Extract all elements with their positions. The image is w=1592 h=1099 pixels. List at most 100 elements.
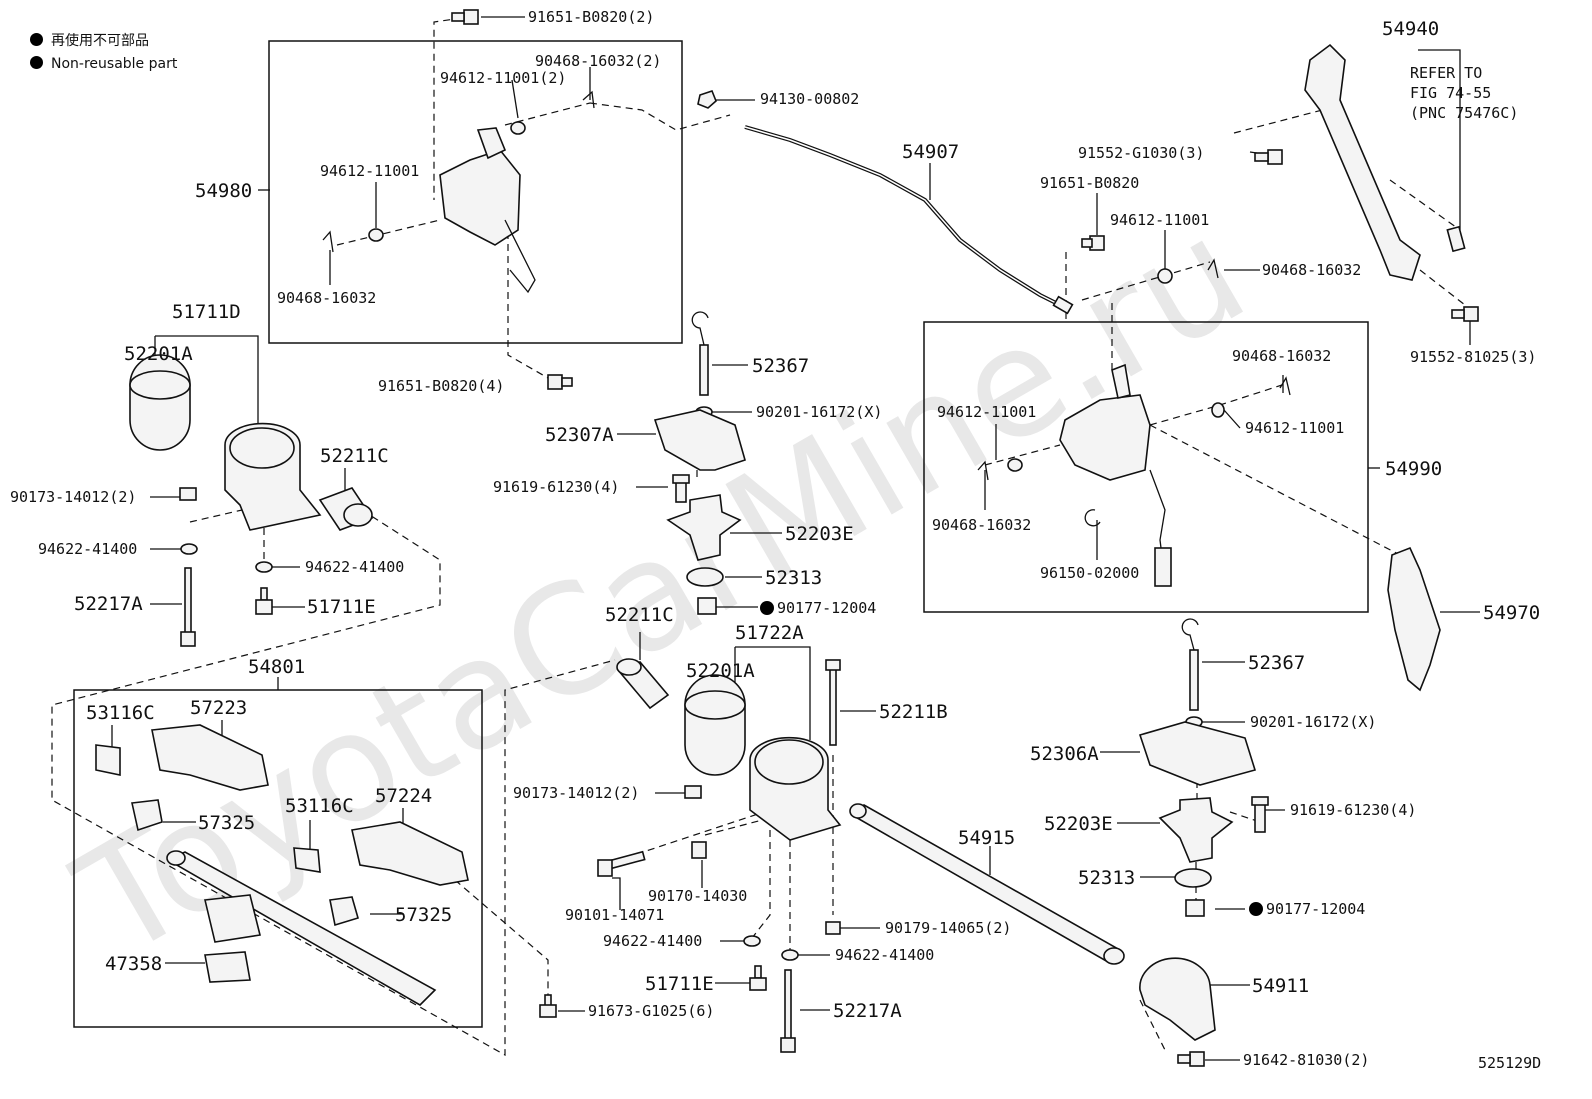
part-label: 94612-11001 <box>1245 419 1344 437</box>
bolt-icon <box>1254 149 1283 165</box>
part-label: 52367 <box>1248 652 1305 674</box>
non-reusable-dot-icon <box>1249 902 1263 916</box>
part-label: 52307A <box>545 424 614 446</box>
part-label: 52203E <box>785 523 854 545</box>
nut-icon <box>1185 899 1205 917</box>
nut-icon <box>697 597 717 615</box>
part-label: 54940 <box>1382 18 1439 40</box>
part-label: 90177-12004 <box>1266 900 1365 918</box>
part-label: 54915 <box>958 827 1015 849</box>
part-label: 91619-61230(4) <box>493 478 619 496</box>
non-reusable-dot-icon <box>30 33 43 46</box>
washer-icon <box>781 949 799 961</box>
part-label: 51722A <box>735 622 804 644</box>
bracket-52306a-shape <box>1138 721 1257 786</box>
arm-54940-shape <box>1304 43 1466 281</box>
crossmember-54801-shape <box>95 724 469 1006</box>
part-label: 52217A <box>833 1000 902 1022</box>
refer-note-line: FIG 74-55 <box>1410 84 1491 102</box>
legend-row-jp: 再使用不可部品 <box>30 30 149 50</box>
part-label: 52306A <box>1030 743 1099 765</box>
bracket-52307a-shape <box>653 409 746 471</box>
nut-icon <box>825 921 841 935</box>
part-label: 90468-16032 <box>1232 347 1331 365</box>
mount-51711d-shape <box>129 354 374 531</box>
washer-icon <box>368 228 384 242</box>
part-label: 90173-14012(2) <box>10 488 136 506</box>
part-label: 90173-14012(2) <box>513 784 639 802</box>
leader-lines <box>111 16 1480 1061</box>
clip-icon <box>582 90 595 109</box>
bolt-icon <box>672 474 690 503</box>
part-label: 91642-81030(2) <box>1243 1051 1369 1069</box>
part-label: 94622-41400 <box>38 540 137 558</box>
lever-assembly-54980-shape <box>439 127 536 294</box>
part-label: 51711D <box>172 301 241 323</box>
nut-icon <box>697 90 717 109</box>
washer-icon <box>1007 458 1023 472</box>
bolt-icon <box>749 965 767 991</box>
non-reusable-dot-icon <box>30 56 43 69</box>
bracket-54970-shape <box>1387 546 1441 692</box>
collar-icon <box>691 841 707 859</box>
part-label: 52313 <box>1078 867 1135 889</box>
part-label: 47358 <box>105 953 162 975</box>
part-label: 94622-41400 <box>603 932 702 950</box>
clip-icon <box>1279 376 1291 396</box>
clip-icon <box>1207 258 1219 279</box>
bolt-icon <box>451 9 479 25</box>
part-number-labels: 91651-B0820(2) 90468-16032(2) 94612-1100… <box>10 8 1541 1072</box>
part-label: 90201-16172(X) <box>1250 713 1376 731</box>
clip-icon <box>322 230 334 253</box>
part-label: 51711E <box>645 973 714 995</box>
assembly-box-54980 <box>268 40 683 344</box>
lever-assembly-54990-shape <box>1059 363 1172 587</box>
clip-icon <box>977 460 989 481</box>
part-label: 52201A <box>124 343 193 365</box>
bolt-icon <box>780 969 796 1053</box>
part-label: 54990 <box>1385 458 1442 480</box>
part-label: 54907 <box>902 141 959 163</box>
part-label: 52367 <box>752 355 809 377</box>
part-label: 94130-00802 <box>760 90 859 108</box>
bolt-icon <box>539 994 557 1018</box>
bolt-icon <box>1251 796 1269 833</box>
part-label: 90170-14030 <box>648 887 747 905</box>
part-label: 57223 <box>190 697 247 719</box>
mount-52203e-shape <box>1158 797 1234 863</box>
part-label: 54980 <box>195 180 252 202</box>
legend-en-text: Non-reusable part <box>51 56 178 72</box>
washer-icon <box>510 121 526 135</box>
washer-52313-icon <box>1174 868 1212 888</box>
bolt-icon <box>547 374 573 390</box>
part-label: 90468-16032(2) <box>535 52 661 70</box>
bolt-icon <box>255 587 273 615</box>
refer-note-line: REFER TO <box>1410 64 1482 82</box>
assembly-box-54990 <box>923 321 1369 613</box>
part-label: 91619-61230(4) <box>1290 801 1416 819</box>
nut-icon <box>179 487 197 501</box>
bolt-icon <box>1451 306 1479 322</box>
non-reusable-dot-icon <box>760 601 774 615</box>
part-label: 54970 <box>1483 602 1540 624</box>
part-label: 90179-14065(2) <box>885 919 1011 937</box>
part-label: 91552-G1030(3) <box>1078 144 1204 162</box>
washer-52313-icon <box>686 567 724 587</box>
part-label: 91651-B0820(2) <box>528 8 654 26</box>
nut-icon <box>684 785 702 799</box>
part-label: 90468-16032 <box>277 289 376 307</box>
diagram-id: 525129D <box>1478 1054 1541 1072</box>
hook-bolt-icon <box>691 311 709 396</box>
part-label: 90201-16172(X) <box>756 403 882 421</box>
part-label: 91673-G1025(6) <box>588 1002 714 1020</box>
hook-bolt-icon <box>1181 618 1199 711</box>
part-label: 90101-14071 <box>565 906 664 924</box>
part-label: 94612-11001(2) <box>440 69 566 87</box>
part-label: 94612-11001 <box>1110 211 1209 229</box>
part-label: 91651-B0820(4) <box>378 377 504 395</box>
part-label: 53116C <box>86 702 155 724</box>
part-label: 52211B <box>879 701 948 723</box>
bracket-54911-shape <box>1139 957 1216 1041</box>
part-label: 52313 <box>765 567 822 589</box>
part-label: 94622-41400 <box>305 558 404 576</box>
